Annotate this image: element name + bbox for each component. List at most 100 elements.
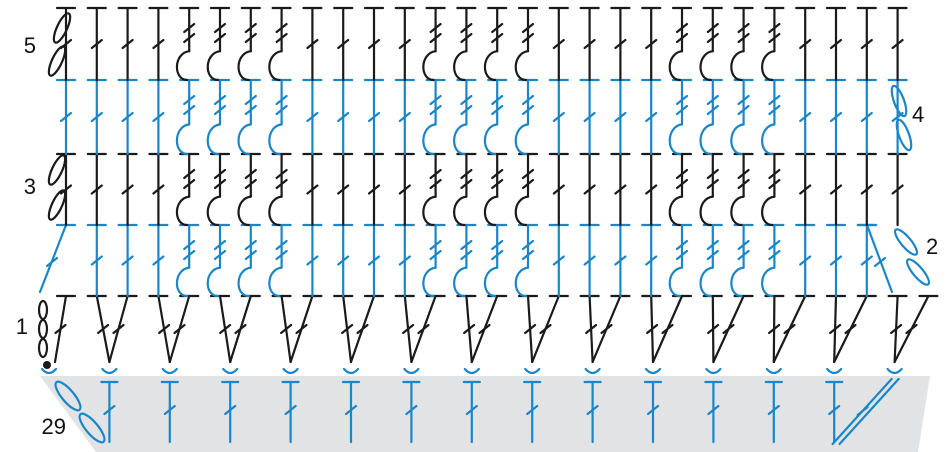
row-3-stitch bbox=[641, 152, 662, 227]
row-4-stitch bbox=[856, 78, 877, 156]
front-post-hook bbox=[483, 266, 499, 298]
row-2-edge-stitch bbox=[856, 223, 894, 294]
row-2-stitch bbox=[825, 223, 847, 298]
stitch-slash bbox=[521, 22, 535, 34]
row-4-stitch bbox=[148, 78, 169, 156]
stitch-slash bbox=[783, 323, 796, 335]
stitch-loop bbox=[584, 367, 601, 375]
stitch-slash bbox=[460, 168, 473, 180]
row-2-stitch bbox=[453, 223, 477, 298]
foundation-stitch bbox=[402, 367, 421, 444]
row-4-stitch bbox=[422, 78, 446, 156]
row-3-stitch bbox=[761, 152, 785, 227]
stitch-slash bbox=[799, 38, 812, 50]
row-4-stitch bbox=[579, 78, 600, 156]
stitch-slash bbox=[429, 32, 442, 44]
stitch-slash bbox=[768, 22, 781, 34]
stitch-slash bbox=[521, 104, 535, 116]
chain-stitch bbox=[37, 337, 49, 359]
chain-stitch bbox=[78, 412, 106, 444]
stitch-slash bbox=[491, 32, 504, 44]
front-post-hook bbox=[453, 50, 468, 82]
front-post-hook bbox=[514, 195, 530, 227]
foundation-stitch bbox=[643, 367, 663, 444]
row-4-stitch bbox=[175, 78, 200, 156]
row-5-stitch bbox=[856, 6, 877, 82]
stitch-slash bbox=[460, 239, 473, 251]
chain-stitch bbox=[37, 299, 49, 321]
front-post-hook bbox=[514, 123, 530, 156]
stitch-slash bbox=[121, 38, 134, 50]
row-2-stitch bbox=[514, 223, 539, 298]
v-stitch bbox=[53, 294, 77, 364]
stitch-slash bbox=[706, 104, 719, 116]
stitch-slash bbox=[103, 404, 116, 416]
stitch-slash bbox=[645, 323, 659, 335]
front-post-hook bbox=[668, 195, 684, 227]
stitch-slash bbox=[491, 168, 504, 180]
stitch-slash bbox=[306, 38, 319, 50]
stitch-slash bbox=[646, 404, 660, 416]
front-post-hook bbox=[422, 266, 437, 298]
stitch-loop bbox=[463, 367, 480, 375]
stitch-slash bbox=[244, 104, 257, 116]
foundation-stitch bbox=[100, 367, 119, 444]
stitch-slash bbox=[829, 255, 843, 266]
row-5-stitch bbox=[86, 6, 107, 82]
row-2-stitch bbox=[175, 223, 200, 298]
front-post-hook bbox=[514, 50, 530, 82]
stitch-slash bbox=[405, 404, 418, 416]
stitch-slash bbox=[767, 323, 781, 335]
stitch-loop bbox=[705, 367, 722, 375]
row-4-stitch bbox=[761, 78, 785, 156]
stitch-slash bbox=[675, 178, 689, 190]
stitch-slash bbox=[429, 178, 442, 190]
row-3-stitch bbox=[175, 152, 200, 227]
foundation-row-band bbox=[40, 376, 930, 452]
stitch-slash bbox=[306, 255, 319, 266]
stitch-slash bbox=[583, 38, 596, 50]
stitch-slash bbox=[768, 94, 781, 106]
stitch-slash bbox=[183, 168, 196, 180]
stitch-slash bbox=[828, 323, 842, 335]
stitch-slash bbox=[429, 168, 442, 180]
stitch-slash bbox=[539, 323, 552, 335]
stitch-loop bbox=[524, 367, 541, 375]
front-post-hook bbox=[483, 123, 499, 156]
stitch-slash bbox=[337, 184, 350, 195]
stitch-slash bbox=[552, 184, 565, 195]
row-3-stitch bbox=[825, 152, 847, 227]
stitch-slash bbox=[460, 32, 473, 44]
slip-stitch-dot bbox=[43, 361, 51, 369]
row-4-stitch bbox=[548, 78, 569, 156]
stitch-slash bbox=[737, 104, 750, 116]
row-4-stitch bbox=[668, 78, 693, 156]
stitch-slash bbox=[284, 404, 297, 416]
row-4-stitch bbox=[268, 78, 292, 156]
front-post-hook bbox=[175, 123, 191, 156]
stitch-slash bbox=[675, 168, 689, 180]
stitch-slash bbox=[213, 249, 227, 261]
stitch-slash bbox=[224, 404, 237, 416]
row-2-stitch bbox=[148, 223, 169, 298]
stitch-slash bbox=[96, 323, 110, 335]
stitch-slash bbox=[873, 256, 887, 268]
front-post-hook bbox=[668, 123, 684, 156]
stitch-slash bbox=[344, 404, 358, 416]
stitch-slash bbox=[600, 323, 613, 335]
stitch-slash bbox=[768, 32, 781, 44]
front-post-hook bbox=[761, 50, 776, 82]
stitch-slash bbox=[463, 323, 476, 335]
row-3-stitch bbox=[699, 152, 723, 227]
chain-stitch bbox=[47, 45, 67, 77]
foundation-stitch bbox=[583, 367, 602, 444]
stitch-slash bbox=[152, 255, 165, 266]
row-5-stitch bbox=[175, 6, 200, 82]
row-5-stitch bbox=[237, 6, 261, 82]
stitch-slash bbox=[737, 94, 750, 106]
stitch-slash bbox=[675, 94, 689, 106]
stitch-slash bbox=[491, 239, 504, 251]
row-2-edge-stitch bbox=[38, 223, 77, 294]
stitch-slash bbox=[429, 249, 442, 261]
stitch-slash bbox=[768, 249, 781, 261]
